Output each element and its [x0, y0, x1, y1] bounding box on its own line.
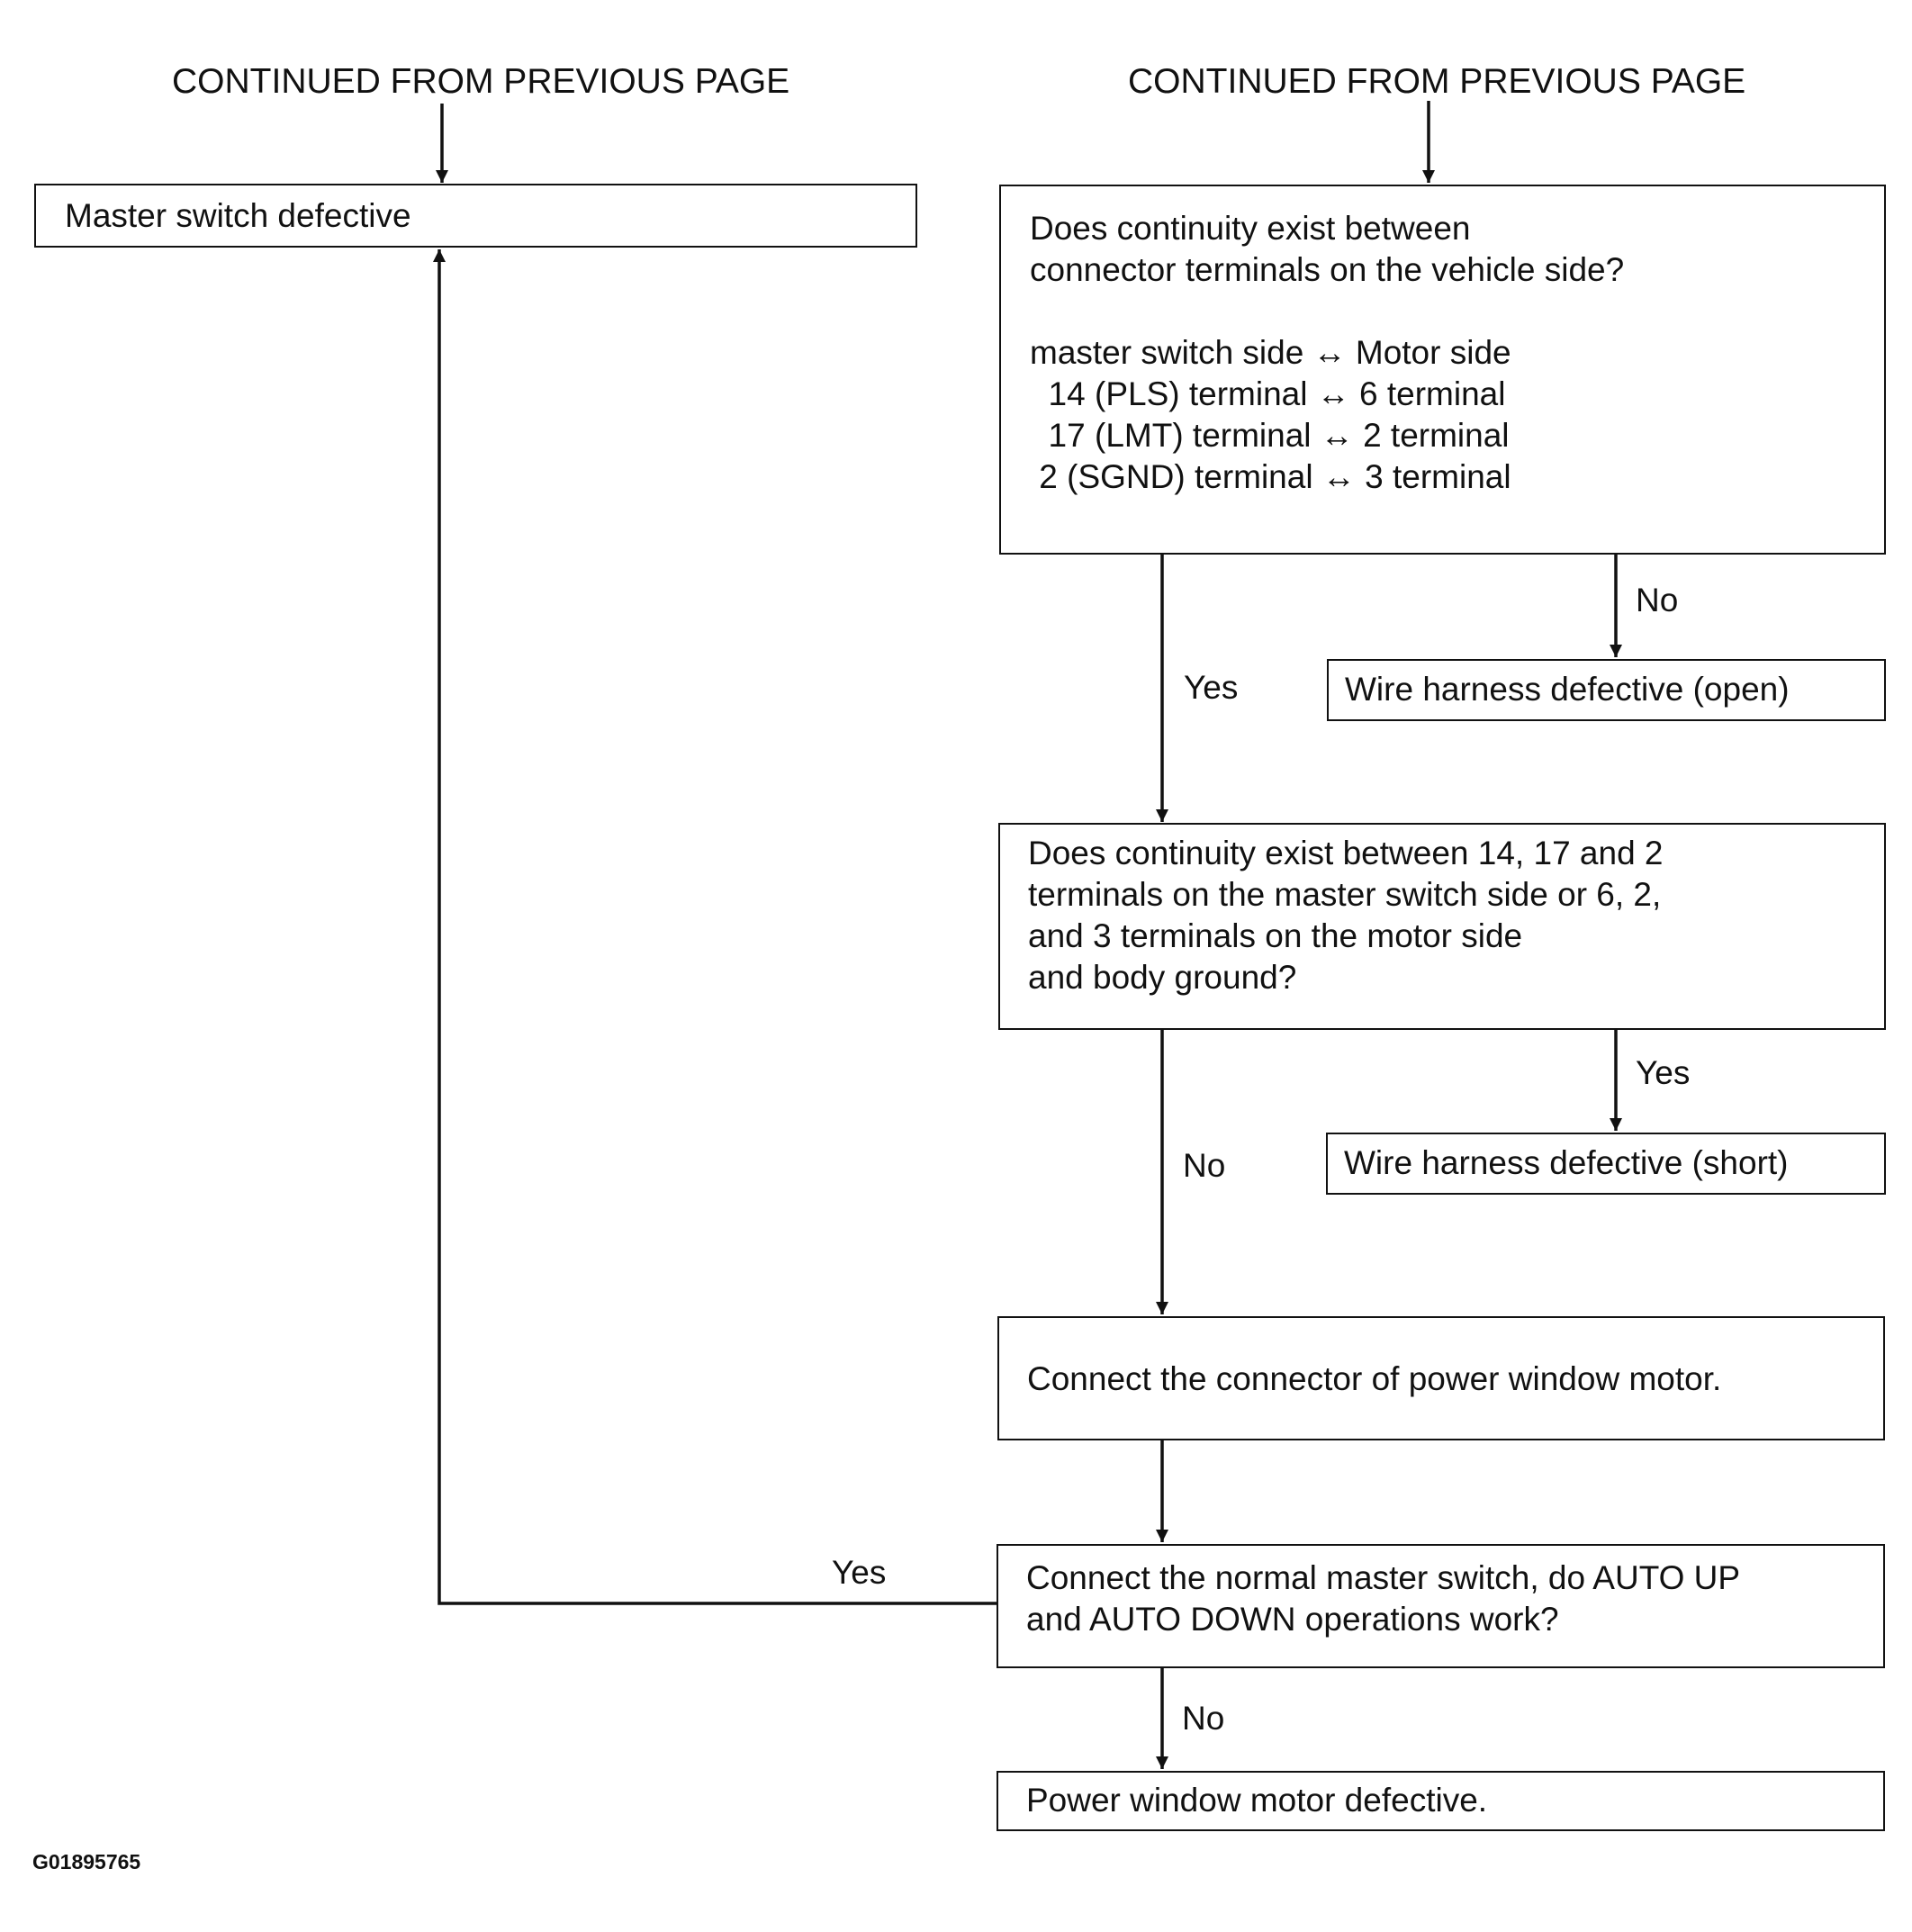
- label-yes-ground-check: Yes: [1184, 669, 1239, 706]
- box-connect-motor: Connect the connector of power window mo…: [997, 1316, 1885, 1440]
- box-text: and body ground?: [1028, 959, 1297, 996]
- box-text: and 3 terminals on the motor side: [1028, 917, 1523, 954]
- box-motor-defective: Power window motor defective.: [997, 1771, 1885, 1831]
- box-text: Wire harness defective (short): [1344, 1144, 1789, 1181]
- box-normal-master-switch: Connect the normal master switch, do AUT…: [997, 1544, 1885, 1668]
- box-text: [1030, 291, 1884, 332]
- label-yes-short: Yes: [1636, 1054, 1691, 1091]
- label-no-motor: No: [1182, 1700, 1225, 1737]
- box-continuity-body-ground: Does continuity exist between 14, 17 and…: [998, 823, 1886, 1030]
- box-text: Connect the connector of power window mo…: [1027, 1360, 1722, 1397]
- box-text: 14 (PLS) terminal ↔ 6 terminal: [1030, 375, 1506, 412]
- box-text: Does continuity exist between: [1030, 210, 1471, 247]
- box-text: Does continuity exist between 14, 17 and…: [1028, 835, 1664, 871]
- header-continued-right: CONTINUED FROM PREVIOUS PAGE: [1128, 62, 1746, 101]
- box-text: connector terminals on the vehicle side?: [1030, 251, 1625, 288]
- box-text: master switch side ↔ Motor side: [1030, 334, 1511, 371]
- arrow-yes-back-to-master-switch: [433, 249, 997, 1605]
- box-wire-harness-short: Wire harness defective (short): [1326, 1133, 1886, 1195]
- box-master-switch-defective: Master switch defective: [34, 184, 917, 248]
- box-text: Connect the normal master switch, do AUT…: [1026, 1559, 1741, 1596]
- box-text: terminals on the master switch side or 6…: [1028, 876, 1662, 913]
- box-wire-harness-open: Wire harness defective (open): [1327, 659, 1886, 721]
- box-text: and AUTO DOWN operations work?: [1026, 1601, 1559, 1638]
- box-text: 17 (LMT) terminal ↔ 2 terminal: [1030, 417, 1510, 454]
- label-yes-master: Yes: [832, 1554, 887, 1591]
- label-no-connect: No: [1183, 1147, 1226, 1184]
- box-text: 2 (SGND) terminal ↔ 3 terminal: [1030, 458, 1511, 495]
- box-text: Power window motor defective.: [1026, 1782, 1488, 1819]
- box-continuity-vehicle-side: Does continuity exist between connector …: [999, 185, 1886, 555]
- figure-id: G01895765: [32, 1850, 141, 1873]
- box-text: Wire harness defective (open): [1345, 671, 1790, 708]
- label-no-open: No: [1636, 582, 1679, 618]
- header-continued-left: CONTINUED FROM PREVIOUS PAGE: [172, 62, 790, 101]
- box-text: Master switch defective: [65, 197, 411, 234]
